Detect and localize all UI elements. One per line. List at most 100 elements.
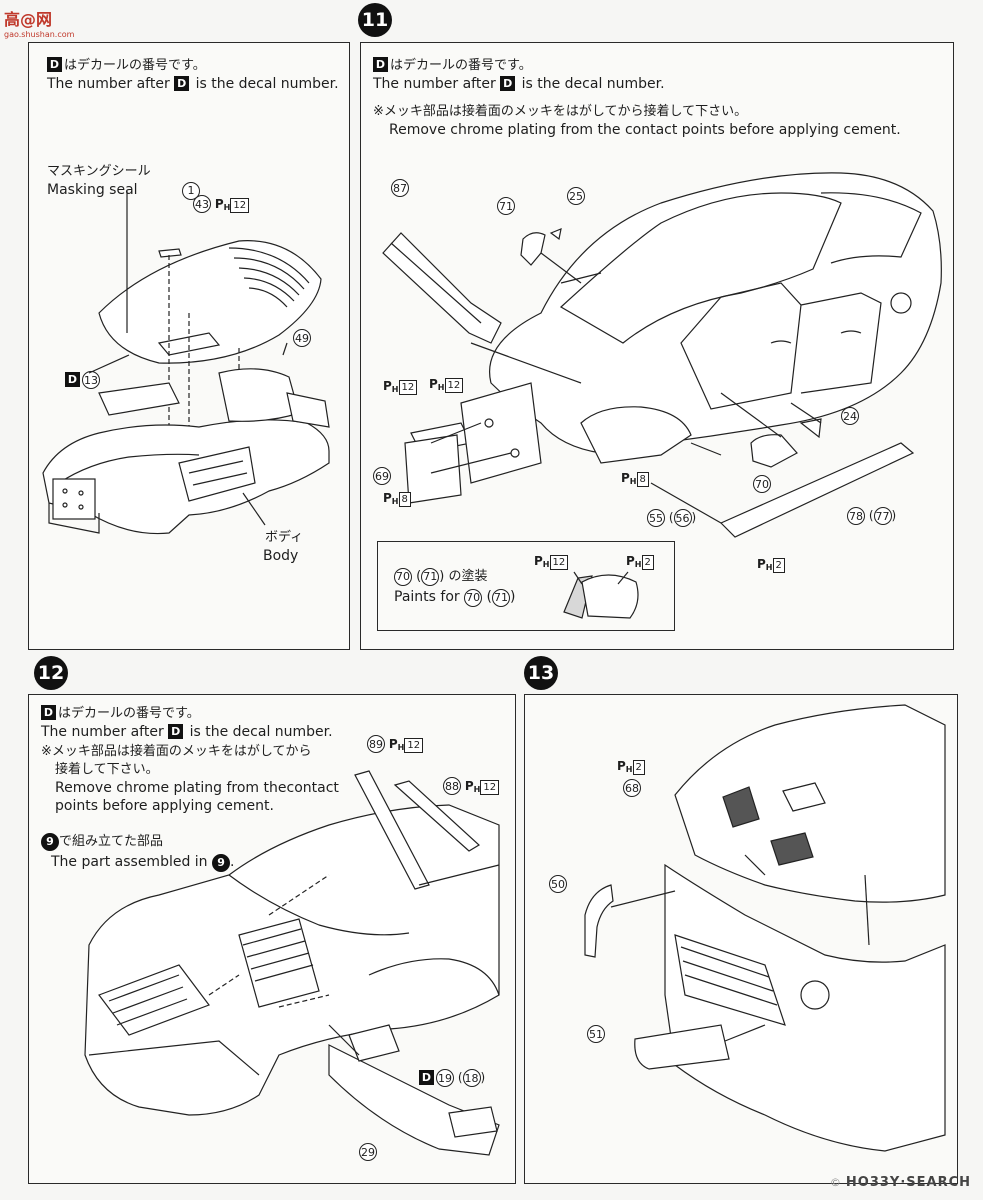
ph-size: 2 <box>772 558 785 573</box>
decal-d-icon: D <box>174 76 190 91</box>
ph-size: 2 <box>641 555 654 570</box>
decal-note-en-pre: The number after <box>47 76 170 92</box>
chrome-note-en-2: points before applying cement. <box>55 798 274 814</box>
ph-icon: PH <box>388 736 405 752</box>
watermark-text: 高@网 <box>4 10 53 29</box>
paint-inset-en-text: Paints for <box>394 589 460 605</box>
part-89: 89 <box>367 735 385 753</box>
part-56-number: 56 <box>673 509 692 527</box>
part-70-number: 70 <box>753 475 771 493</box>
part-88: 88 <box>443 777 461 795</box>
part-70: 70 <box>753 475 771 493</box>
paint-inset-jp: 70 (71) の塗装 <box>394 568 488 586</box>
chrome-note-jp-1: ※メッキ部品は接着面のメッキをはがしてから <box>41 744 312 759</box>
assembled-en: The part assembled in 9. <box>51 854 235 872</box>
decal-note-en-post: is the decal number. <box>189 724 333 740</box>
ph-size: 12 <box>549 555 569 570</box>
decal-note-en: The number after D is the decal number. <box>47 75 339 93</box>
assembled-step-badge: 9 <box>41 833 59 851</box>
chrome-note-jp-2: 接着して下さい。 <box>55 762 159 777</box>
part-50-label: 50 <box>549 875 567 893</box>
decal-d-icon: D <box>500 76 516 91</box>
part-69-number: 69 <box>373 467 391 485</box>
chrome-note-en-1: Remove chrome plating from thecontact <box>55 780 339 796</box>
step-11-badge: 11 <box>358 3 392 37</box>
paint-inset-en: Paints for 70 (71) <box>394 589 516 607</box>
decal-note-jp-text: はデカールの番号です。 <box>390 58 532 73</box>
part-51-label: 51 <box>587 1025 605 1043</box>
ph-size: 12 <box>444 378 464 393</box>
watermark-sub: gao.shushan.com <box>4 30 75 39</box>
part-49: 49 <box>293 329 311 347</box>
part-24: 24 <box>841 407 859 425</box>
step13-illustration <box>584 704 946 1152</box>
ph-icon: PH <box>383 491 399 506</box>
masking-seal-number: 1 <box>182 182 200 200</box>
decal-19: 19 <box>436 1069 454 1087</box>
part-50: 50 <box>549 875 567 893</box>
chrome-note-en: Remove chrome plating from the contact p… <box>389 122 901 138</box>
ph-icon: PH <box>617 759 633 774</box>
ph-icon: PH <box>757 557 773 572</box>
decal-d-icon: D <box>41 705 56 720</box>
ph-icon: PH <box>464 778 481 794</box>
footer-watermark: ©HO33Y·SEARCH <box>830 1175 971 1190</box>
ph-size: 12 <box>404 737 424 753</box>
ph-icon: PH <box>626 554 642 569</box>
decal-18: 18 <box>462 1069 481 1087</box>
ph-icon: PH <box>214 196 231 212</box>
decal-d-icon: D <box>47 57 62 72</box>
part-78-number: 78 <box>847 507 865 525</box>
ph-icon: PH <box>534 554 550 569</box>
decal-note-en-pre: The number after <box>373 76 496 92</box>
part-25: 25 <box>567 187 585 205</box>
part-25-number: 25 <box>567 187 585 205</box>
decal-d-icon: D <box>373 57 388 72</box>
decal-note-en-pre: The number after <box>41 724 164 740</box>
part-71: 71 <box>497 197 515 215</box>
body-label-jp: ボディ <box>265 530 304 545</box>
part-68: 68 <box>623 779 641 797</box>
masking-seal-jp: マスキングシール <box>47 164 151 179</box>
decal-note-en: The number after D is the decal number. <box>41 723 333 741</box>
decal-note-jp-text: はデカールの番号です。 <box>58 706 200 721</box>
assembled-jp-text: で組み立てた部品 <box>59 834 164 849</box>
step10-illustration <box>42 191 330 535</box>
decal-13: 13 <box>82 371 100 389</box>
part-68-label: 68 <box>623 779 641 797</box>
part-29: 29 <box>359 1143 377 1161</box>
ph-size: 2 <box>632 760 645 775</box>
masking-seal-en-text: Masking seal <box>47 182 138 198</box>
decal-note-jp-text: はデカールの番号です。 <box>64 58 206 73</box>
step11-illustration <box>382 172 942 538</box>
assembled-step-badge: 9 <box>212 854 231 872</box>
chrome-note-jp: ※メッキ部品は接着面のメッキをはがしてから接着して下さい。 <box>373 104 748 119</box>
part-71-number: 71 <box>497 197 515 215</box>
part-55-number: 55 <box>647 509 665 527</box>
step-12-badge: 12 <box>34 656 68 690</box>
step-13-badge: 13 <box>524 656 558 690</box>
ph-icon: PH <box>429 377 445 392</box>
part-43: 43 <box>193 195 211 213</box>
step12-illustration <box>84 770 500 1156</box>
part-78-77: 78 (77) <box>847 507 896 525</box>
part-69: 69 <box>373 467 391 485</box>
